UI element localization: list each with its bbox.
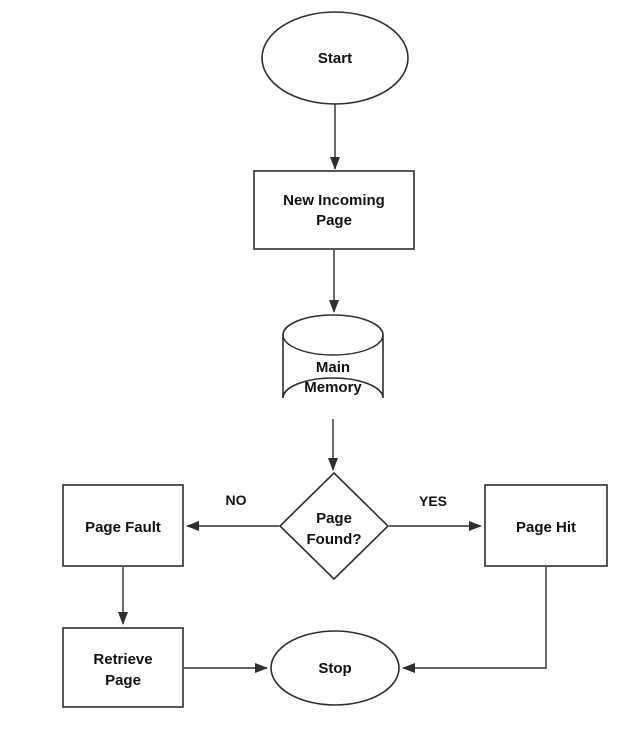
page-fault-node: Page Fault (62, 484, 184, 567)
new-incoming-page-label-line2: Page (316, 212, 352, 229)
retrieve-page-node: Retrieve Page (62, 627, 184, 708)
page-hit-label: Page Hit (516, 519, 576, 536)
page-found-node: Page Found? (278, 471, 390, 581)
main-memory-node: Main Memory (282, 314, 384, 399)
start-node: Start (261, 11, 409, 105)
page-found-label-line2: Found? (307, 531, 362, 548)
new-incoming-page-node: New Incoming Page (253, 170, 415, 250)
main-memory-label-line1: Main (316, 359, 350, 376)
new-incoming-page-rect (253, 170, 415, 250)
page-found-label-line1: Page (316, 510, 352, 527)
stop-label: Stop (318, 660, 351, 677)
stop-node: Stop (270, 630, 400, 706)
edge-label-yes: YES (419, 493, 447, 509)
retrieve-page-label-line2: Page (105, 672, 141, 689)
start-label: Start (318, 50, 352, 67)
stop-oval (270, 630, 400, 706)
page-hit-rect (484, 484, 608, 567)
page-fault-rect (62, 484, 184, 567)
page-hit-node: Page Hit (484, 484, 608, 567)
page-fault-label: Page Fault (85, 519, 161, 536)
edge-page-hit-to-stop (402, 567, 547, 673)
retrieve-page-rect (62, 627, 184, 708)
edge-label-no: NO (226, 492, 247, 508)
page-found-diamond (278, 471, 390, 581)
new-incoming-page-label-line1: New Incoming (283, 192, 385, 209)
main-memory-cylinder (282, 314, 384, 399)
start-oval (261, 11, 409, 105)
main-memory-label-line2: Memory (304, 379, 362, 396)
retrieve-page-label-line1: Retrieve (93, 651, 152, 668)
main-memory-cylinder-rim (282, 334, 384, 356)
